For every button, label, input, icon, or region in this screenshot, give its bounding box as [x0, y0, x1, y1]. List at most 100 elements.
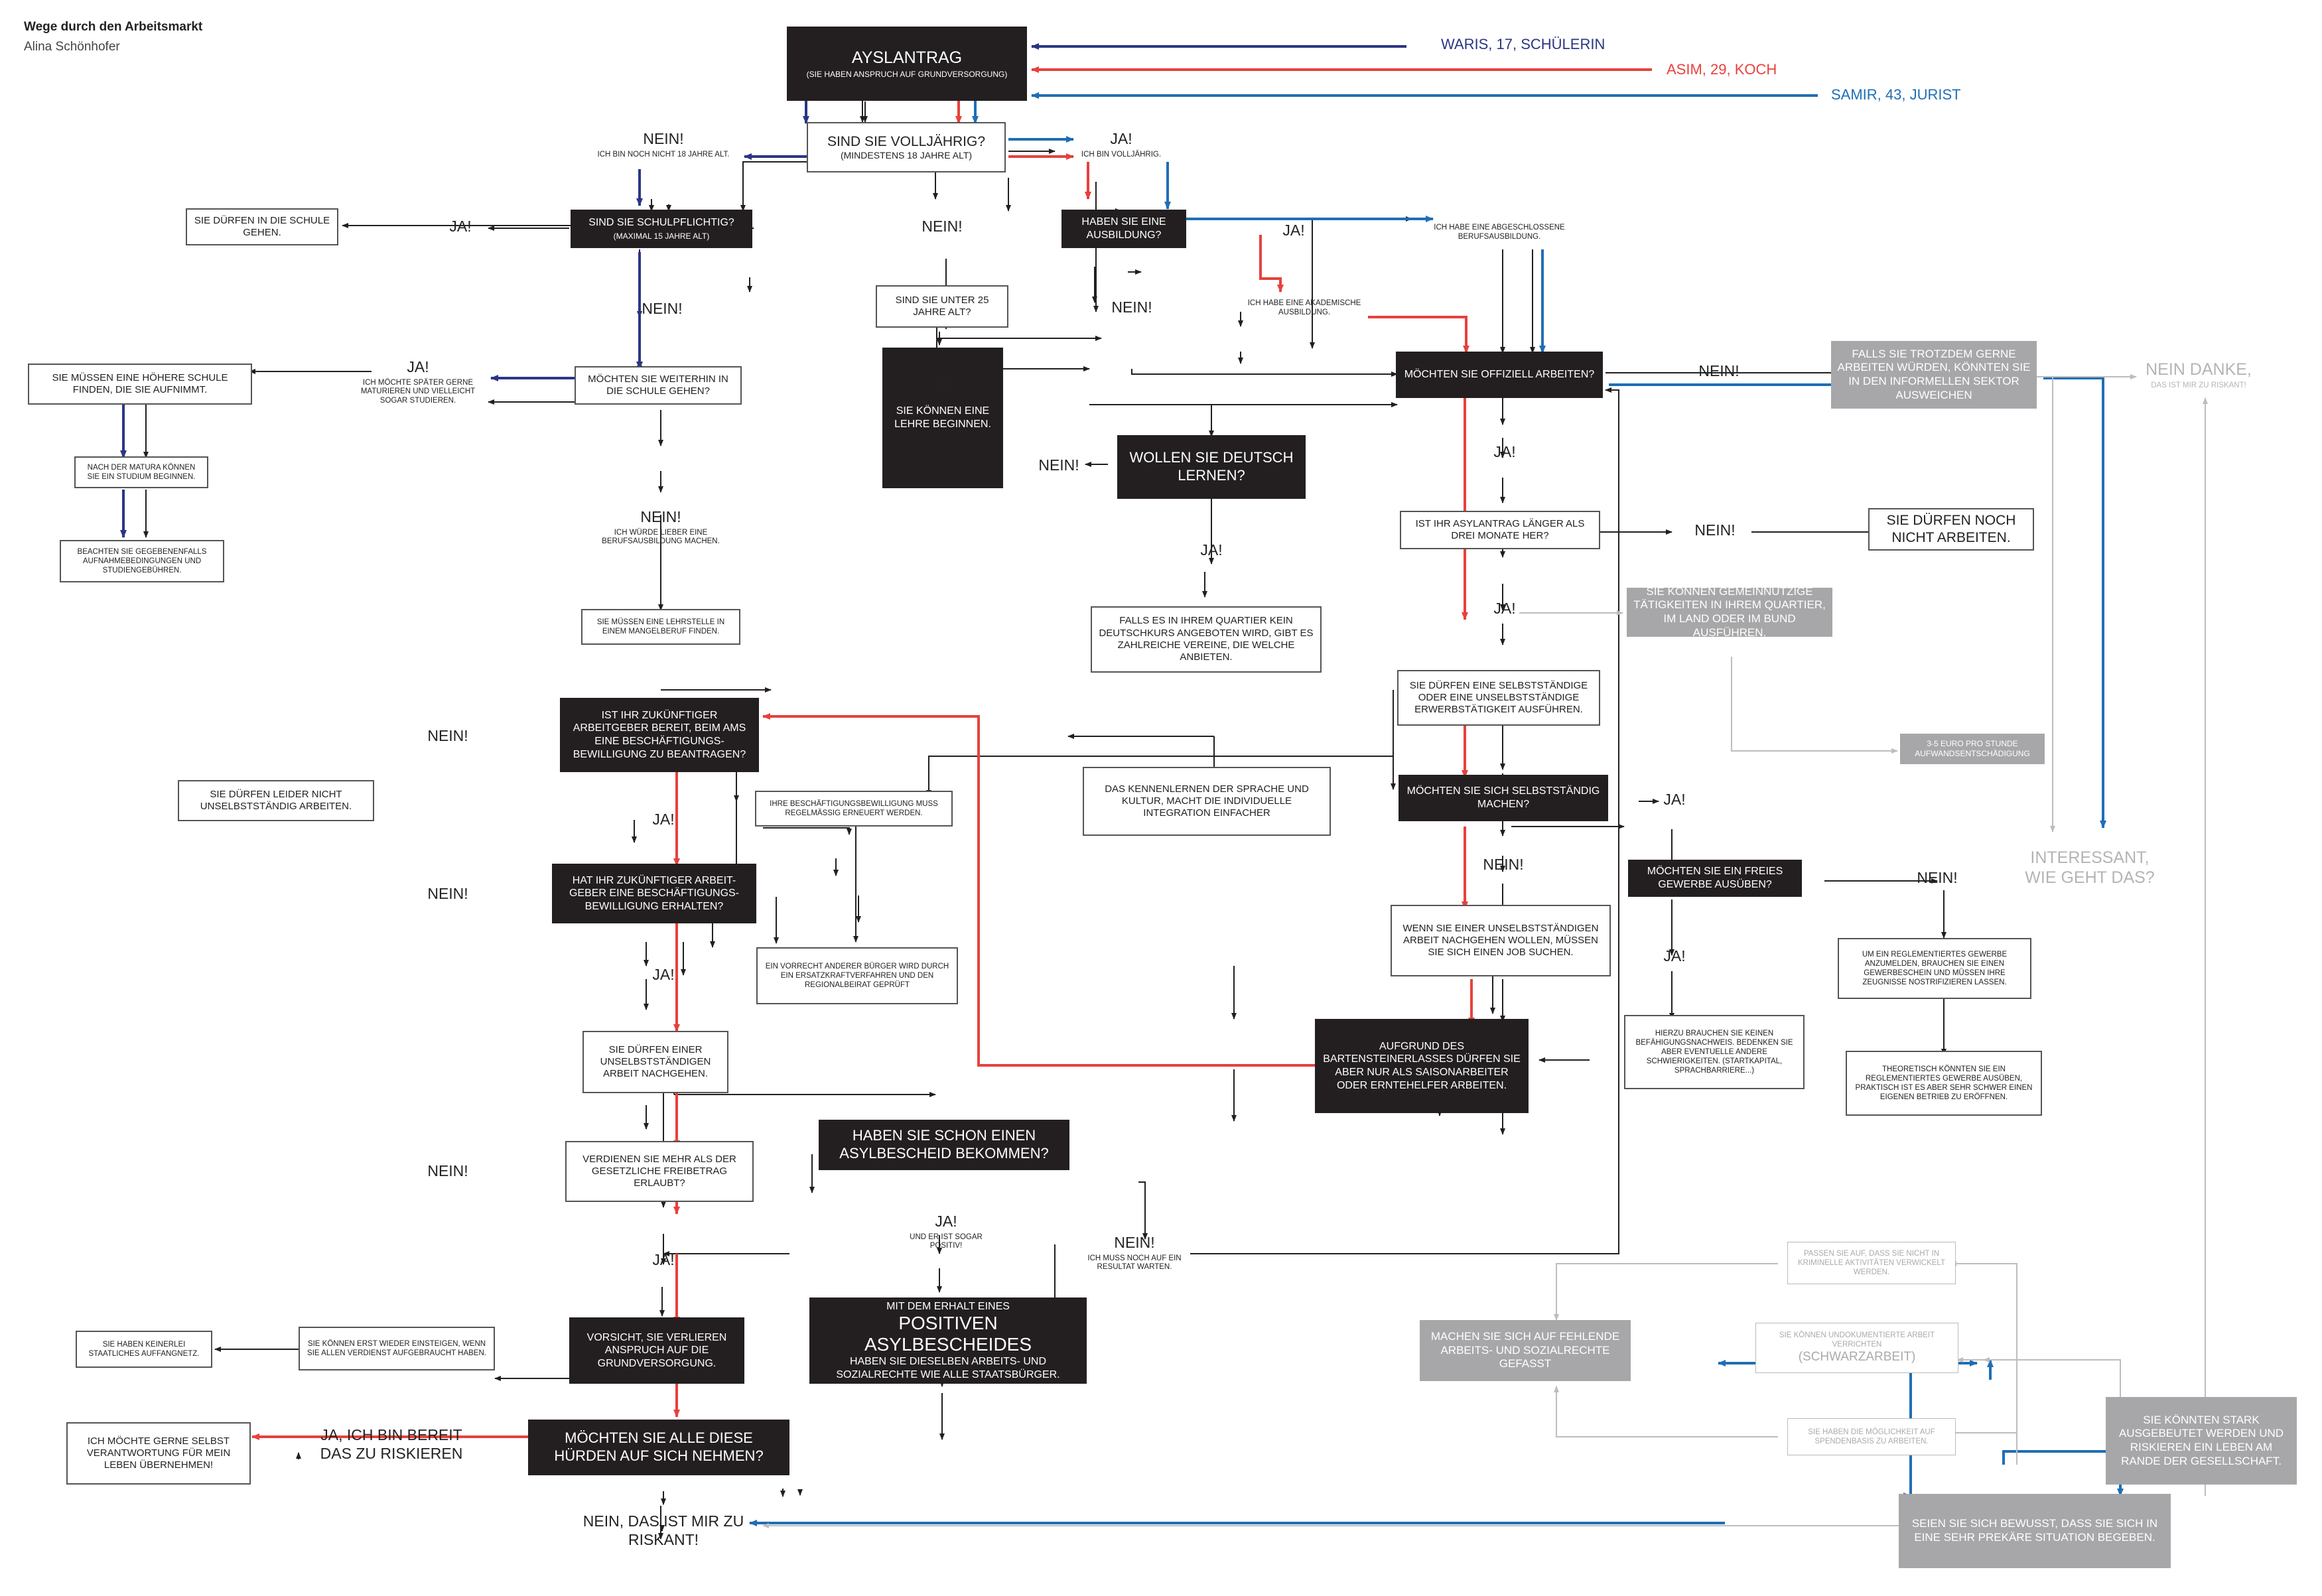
- ausgebeutet-box: SIE KÖNNTEN STARK AUSGEBEUTET WERDEN UND…: [2106, 1397, 2297, 1485]
- volljaehrig-box: SIND SIE VOLLJÄHRIG? (MINDESTENS 18 JAHR…: [807, 122, 1006, 172]
- label-ja-asylbescheid: JA! UND ER IST SOGAR POSITIV!: [906, 1213, 986, 1251]
- grey-paths: [762, 374, 2208, 1528]
- positiv-line-2: POSITIVEN ASYLBESCHEIDES: [864, 1313, 1032, 1355]
- label-text: JA!: [1493, 443, 1516, 460]
- persona-samir: SAMIR, 43, JURIST: [1831, 86, 1961, 103]
- label-text: NEIN!: [643, 130, 684, 147]
- label-text: NEIN!: [1111, 299, 1152, 316]
- label-nein-weiter: NEIN! ICH WÜRDE LIEBER EINE BERUFSAUSBIL…: [596, 508, 726, 547]
- label-text: JA!: [1110, 130, 1132, 147]
- lehrstelle-box: SIE MÜSSEN EINE LEHRSTELLE IN EINEM MANG…: [581, 609, 740, 645]
- kriminell-box: PASSEN SIE AUF, DASS SIE NICHT IN KRIMIN…: [1787, 1242, 1956, 1284]
- label-nein-erhalten: NEIN!: [411, 885, 484, 903]
- label-note: ICH MUSS NOCH AUF EIN RESULTAT WARTEN.: [1087, 1254, 1182, 1272]
- unter25-box: SIND SIE UNTER 25 JAHRE ALT?: [876, 285, 1008, 328]
- beachten-box: BEACHTEN SIE GEGEBENENFALLS AUFNAHMEBEDI…: [60, 540, 224, 582]
- label-note: ICH MÖCHTE SPÄTER GERNE MATURIEREN UND V…: [360, 378, 476, 405]
- label-text: JA!: [407, 358, 429, 375]
- asylantrag-note: (SIE HABEN ANSPRUCH AUF GRUNDVERSORGUNG): [806, 69, 1008, 79]
- label-text: JA!: [1200, 541, 1223, 559]
- label-text: NEIN, DAS IST MIR ZU RISKANT!: [582, 1512, 744, 1548]
- noch-nicht-text: SIE DÜRFEN NOCH NICHT ARBEITEN.: [1886, 513, 2016, 545]
- label-text: NEIN!: [427, 727, 468, 744]
- label-ja-drei: JA!: [1478, 600, 1531, 618]
- label-ja-schulpflichtig: JA!: [434, 218, 487, 236]
- label-text: JA!: [935, 1213, 957, 1230]
- label-nein-arbeitgeber: NEIN!: [411, 727, 484, 746]
- label-nein-danke: NEIN DANKE, DAS IST MIR ZU RISKANT!: [2139, 360, 2258, 391]
- job-box: WENN SIE EINER UNSELBSTSTÄNDIGEN ARBEIT …: [1391, 905, 1611, 976]
- hoehere-schule-box: SIE MÜSSEN EINE HÖHERE SCHULE FINDEN, DI…: [28, 364, 252, 405]
- label-note: ICH BIN NOCH NICHT 18 JAHRE ALT.: [597, 150, 730, 159]
- label-nein-selbststaendig: NEIN!: [1470, 856, 1537, 874]
- label-nein-freibetrag: NEIN!: [411, 1162, 484, 1181]
- label-ja-gewerbe: JA!: [1648, 947, 1701, 966]
- vorrecht-box: EIN VORRECHT ANDERER BÜRGER WIRD DURCH E…: [756, 947, 958, 1004]
- weiter-schule-box: MÖCHTEN SIE WEITERHIN IN DIE SCHULE GEHE…: [575, 366, 742, 405]
- label-ja-offiziell: JA!: [1478, 443, 1531, 462]
- hierzu-box: HIERZU BRAUCHEN SIE KEINEN BEFÄHIGUNGSNA…: [1624, 1015, 1805, 1089]
- schwarzarbeit-line-1: SIE KÖNNEN UNDOKUMENTIERTE ARBEIT VERRIC…: [1779, 1331, 1935, 1349]
- matura-box: NACH DER MATURA KÖNNEN SIE EIN STUDIUM B…: [74, 456, 208, 488]
- label-nein-asylbescheid: NEIN! ICH MUSS NOCH AUF EIN RESULTAT WAR…: [1076, 1234, 1193, 1272]
- erneuert-box: IHRE BESCHÄFTIGUNGSBEWILLIGUNG MUSS REGE…: [755, 791, 953, 827]
- asim-path: [251, 66, 1652, 1440]
- label-text: NEIN!: [642, 300, 683, 317]
- label-text: JA, ICH BIN BEREIT DAS ZU RISKIEREN: [320, 1426, 463, 1462]
- main-connectors: [214, 101, 1963, 1540]
- schulpflichtig-title: SIND SIE SCHULPFLICHTIG?: [588, 217, 734, 229]
- noch-nicht-box: SIE DÜRFEN NOCH NICHT ARBEITEN.: [1868, 508, 2034, 551]
- kennenlernen-box: DAS KENNENLERNEN DER SPRACHE UND KULTUR,…: [1083, 767, 1331, 836]
- verantwortung-box: ICH MÖCHTE GERNE SELBST VERANTWORTUNG FÜ…: [66, 1422, 251, 1485]
- label-ja-erhalten: JA!: [637, 966, 690, 984]
- label-ja-riskieren: JA, ICH BIN BEREIT DAS ZU RISKIEREN: [312, 1426, 471, 1463]
- label-ja-freibetrag: JA!: [637, 1251, 690, 1270]
- label-ja-weiter: JA! ICH MÖCHTE SPÄTER GERNE MATURIEREN U…: [346, 358, 490, 406]
- schulpflichtig-note: (MAXIMAL 15 JAHRE ALT): [613, 231, 710, 241]
- euro-text: 3-5 EURO PRO STUNDE AUFWANDSENTSCHÄDIGUN…: [1915, 739, 2030, 758]
- label-text: NEIN!: [640, 508, 681, 525]
- label-nein-unter25: NEIN!: [1099, 299, 1165, 317]
- bewusst-box: SEIEN SIE SICH BEWUSST, DASS SIE SICH IN…: [1899, 1494, 2171, 1568]
- flow-paths: [862, 101, 868, 123]
- huerden-box: MÖCHTEN SIE ALLE DIESE HÜRDEN AUF SICH N…: [528, 1420, 789, 1475]
- gewerbe-box: MÖCHTEN SIE EIN FREIES GEWERBE AUSÜBEN?: [1628, 860, 1802, 897]
- label-text: NEIN!: [922, 218, 963, 235]
- drei-monate-box: IST IHR ASYLANTRAG LÄNGER ALS DREI MONAT…: [1400, 511, 1600, 549]
- label-nein-schulpflichtig: NEIN!: [629, 300, 695, 318]
- label-nein-drei: NEIN!: [1678, 521, 1751, 540]
- volljaehrig-note: (MINDESTENS 18 JAHRE ALT): [840, 150, 973, 161]
- label-text: NEIN!: [1483, 856, 1524, 873]
- erhalten-box: HAT IHR ZUKÜNFTIGER ARBEIT-GEBER EINE BE…: [552, 864, 756, 923]
- bartensteiner-box: AUFGRUND DES BARTENSTEINERLASSES DÜRFEN …: [1315, 1019, 1529, 1113]
- diagram-title: Wege durch den Arbeitsmarkt: [24, 20, 203, 34]
- label-ja-arbeitgeber: JA!: [637, 811, 690, 829]
- label-nein-volljaehrig: NEIN! ICH BIN NOCH NICHT 18 JAHRE ALT.: [584, 130, 743, 159]
- label-text: JA!: [932, 375, 955, 393]
- leider-box: SIE DÜRFEN LEIDER NICHT UNSELBSTSTÄNDIG …: [178, 780, 374, 821]
- label-nein-gewerbe: NEIN!: [1904, 869, 1970, 888]
- label-ja-unter25: JA!: [917, 375, 970, 394]
- label-interessant: INTERESSANT, WIE GEHT DAS?: [2017, 848, 2163, 888]
- vorsicht-box: VORSICHT, SIE VERLIEREN ANSPRUCH AUF DIE…: [569, 1317, 744, 1384]
- arbeitgeber-box: IST IHR ZUKÜNFTIGER ARBEITGEBER BEREIT, …: [560, 698, 759, 772]
- keinerlei-box: SIE HABEN KEINERLEI STAATLICHES AUFFANGN…: [76, 1331, 212, 1368]
- asylantrag-title: AYSLANTRAG: [851, 48, 963, 67]
- schwarzarbeit-box: SIE KÖNNEN UNDOKUMENTIERTE ARBEIT VERRIC…: [1755, 1323, 1958, 1373]
- persona-asim: ASIM, 29, KOCH: [1667, 61, 1777, 78]
- freibetrag-box: VERDIENEN SIE MEHR ALS DER GESETZLICHE F…: [565, 1141, 754, 1202]
- waris-path: [120, 43, 1406, 538]
- label-akademisch: ICH HABE EINE AKADEMISCHE AUSBILDUNG.: [1231, 297, 1377, 318]
- reglementiert-box: UM EIN REGLEMENTIERTES GEWERBE ANZUMELDE…: [1838, 938, 2031, 999]
- positiv-box: MIT DEM ERHALT EINES POSITIVEN ASYLBESCH…: [809, 1297, 1087, 1384]
- label-note: ICH HABE EINE ABGESCHLOSSENE BERUFSAUSBI…: [1434, 224, 1565, 241]
- fehlende-rechte-box: MACHEN SIE SICH AUF FEHLENDE ARBEITS- UN…: [1420, 1320, 1631, 1381]
- label-note: UND ER IST SOGAR POSITIV!: [910, 1232, 983, 1250]
- label-text-2: WIE GEHT DAS?: [2025, 868, 2155, 887]
- label-text: NEIN!: [1698, 362, 1740, 379]
- informell-box: FALLS SIE TROTZDEM GERNE ARBEITEN WÜRDEN…: [1831, 341, 2037, 409]
- label-nein-deutsch: NEIN!: [1026, 456, 1092, 475]
- label-note: ICH HABE EINE AKADEMISCHE AUSBILDUNG.: [1247, 299, 1361, 316]
- label-text: JA!: [1663, 947, 1686, 964]
- label-text: JA!: [449, 218, 472, 235]
